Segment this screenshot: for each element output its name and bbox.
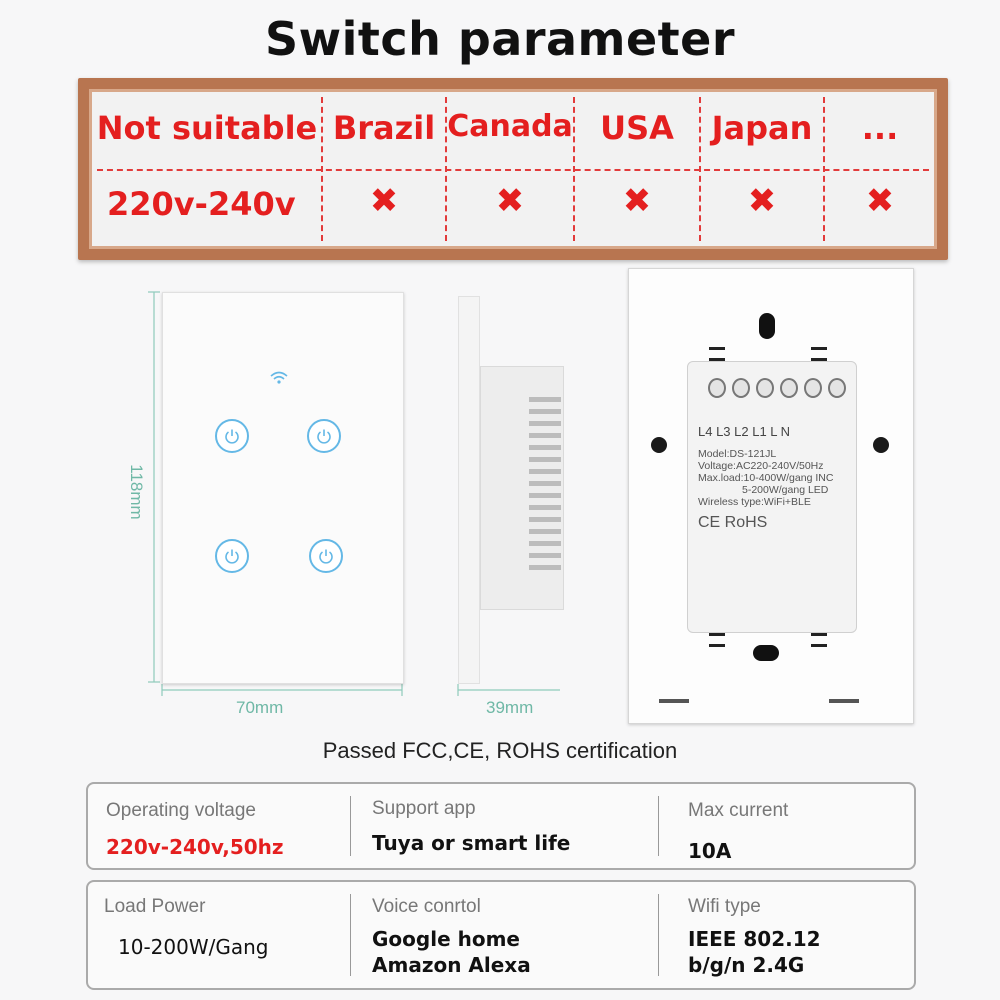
- cross-icon: ✖: [865, 182, 895, 220]
- spec-box-2: Load Power 10-200W/Gang Voice conrtol Go…: [86, 880, 916, 990]
- voltage-value: 220v-240v: [107, 185, 296, 223]
- spec-value: Tuya or smart life: [372, 831, 571, 855]
- cross-icon: ✖: [747, 182, 777, 220]
- touch-button-3[interactable]: [215, 539, 249, 573]
- power-icon: [225, 549, 239, 564]
- page-title: Switch parameter: [264, 12, 736, 66]
- spec-value: Amazon Alexa: [372, 953, 531, 977]
- spec-key: Operating voltage: [106, 800, 256, 821]
- wifi-icon: [270, 371, 288, 384]
- dimension-lines: [148, 291, 560, 696]
- depth-dimension: 39mm: [486, 698, 534, 717]
- country-more: ...: [861, 109, 899, 147]
- height-dimension: 118mm: [127, 464, 146, 520]
- switch-front-panel: [162, 292, 404, 684]
- cross-icon: ✖: [622, 182, 652, 220]
- spec-key: Load Power: [104, 896, 206, 917]
- spec-key: Voice conrtol: [372, 896, 481, 917]
- switch-side-body: [480, 366, 564, 610]
- back-module: L4 L3 L2 L1 L N Model:DS-121JL Voltage:A…: [687, 361, 857, 633]
- cert-marks: CE RoHS: [698, 514, 768, 531]
- power-icon: [317, 429, 331, 444]
- switch-side-plate: [458, 296, 480, 684]
- spec-key: Support app: [372, 798, 476, 819]
- cross-icon: ✖: [495, 182, 525, 220]
- spec-value: IEEE 802.12: [688, 927, 821, 951]
- spec-value: b/g/n 2.4G: [688, 953, 805, 977]
- spec-key: Wifi type: [688, 896, 761, 917]
- terminal-labels: L4 L3 L2 L1 L N: [698, 424, 791, 439]
- spec-value: 10-200W/Gang: [118, 935, 269, 959]
- country-brazil: Brazil: [332, 109, 436, 147]
- spec-box-1: Operating voltage 220v-240v,50hz Support…: [86, 782, 916, 870]
- model-label: Model:DS-121JL: [698, 448, 777, 460]
- switch-back-view: L4 L3 L2 L1 L N Model:DS-121JL Voltage:A…: [628, 268, 914, 724]
- spec-key: Max current: [688, 800, 789, 821]
- width-dimension: 70mm: [236, 698, 284, 717]
- power-icon: [225, 429, 239, 444]
- certification-text: Passed FCC,CE, ROHS certification: [322, 738, 678, 763]
- power-icon: [319, 549, 333, 564]
- touch-button-1[interactable]: [215, 419, 249, 453]
- country-japan: Japan: [711, 109, 813, 147]
- touch-button-2[interactable]: [307, 419, 341, 453]
- country-usa: USA: [600, 109, 674, 147]
- compatibility-table: Not suitable Brazil Canada USA Japan ...…: [89, 89, 937, 249]
- maxload-led-label: 5-200W/gang LED: [742, 484, 829, 496]
- cross-icon: ✖: [369, 182, 399, 220]
- maxload-label: Max.load:10-400W/gang INC: [698, 472, 834, 484]
- spec-value: 10A: [688, 839, 732, 863]
- country-canada: Canada: [447, 109, 573, 144]
- row-label: Not suitable: [96, 109, 318, 147]
- wireless-label: Wireless type:WiFi+BLE: [698, 496, 811, 508]
- spec-value: 220v-240v,50hz: [106, 835, 284, 859]
- voltage-label: Voltage:AC220-240V/50Hz: [698, 460, 824, 472]
- spec-value: Google home: [372, 927, 520, 951]
- touch-button-4[interactable]: [309, 539, 343, 573]
